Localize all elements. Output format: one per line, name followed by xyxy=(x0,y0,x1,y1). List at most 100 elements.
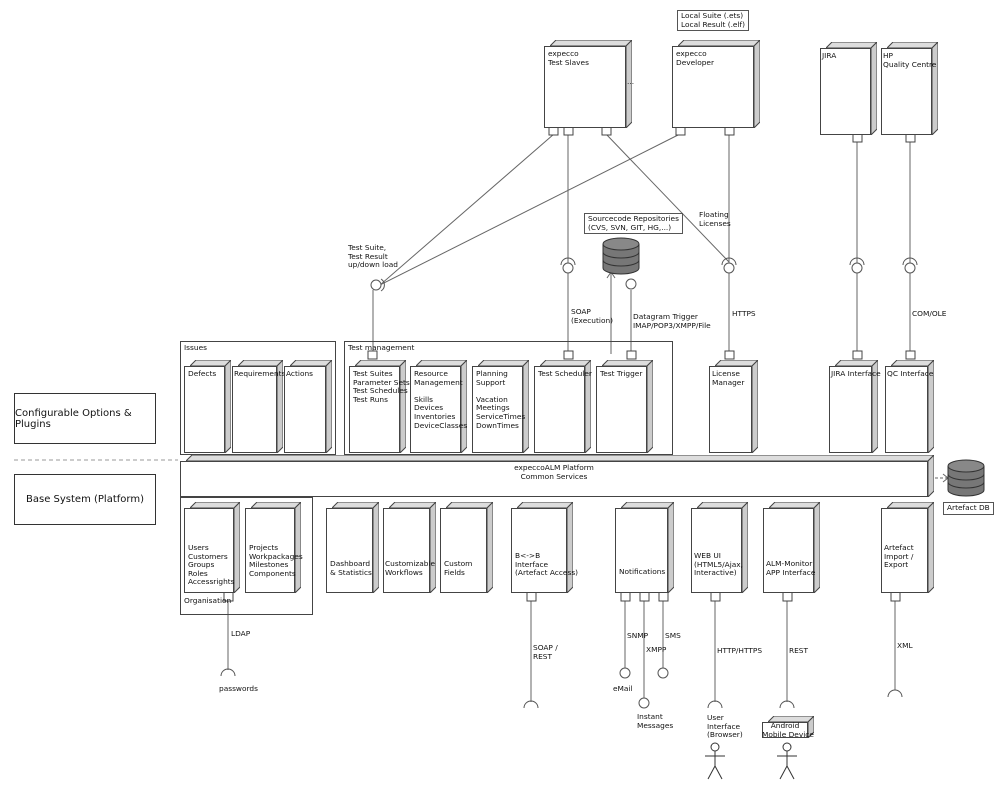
database-icon xyxy=(602,237,640,275)
interface-circle-updown xyxy=(370,279,382,291)
package-issues-title: Issues xyxy=(184,343,207,352)
node-test-trigger[interactable]: Test Trigger xyxy=(596,360,653,453)
node-hp-quality-centre[interactable]: HP Quality Centre xyxy=(881,42,938,135)
node-jira[interactable]: JIRA xyxy=(820,42,877,135)
label-ldap: LDAP xyxy=(231,629,251,638)
port xyxy=(890,591,901,602)
interface-circle-email xyxy=(619,667,631,679)
port xyxy=(563,126,574,136)
node-qc-interface[interactable]: QC Interface xyxy=(885,360,934,453)
socket-soap xyxy=(560,257,576,266)
node-planning-support-label: Planning Support Vacation Meetings Servi… xyxy=(476,369,526,430)
interface-circle-license xyxy=(723,262,735,274)
port xyxy=(852,133,863,143)
node-actions[interactable]: Actions xyxy=(284,360,332,453)
artefact-db-label: Artefact DB xyxy=(943,502,994,515)
label-sms: SMS xyxy=(665,631,681,640)
node-web-ui-label: WEB UI (HTML5/Ajax, Interactive) xyxy=(694,551,744,578)
node-actions-label: Actions xyxy=(286,369,313,378)
label-xmpp: XMPP xyxy=(646,645,667,654)
node-requirements-label: Requirements xyxy=(234,369,286,378)
node-jira-interface-label: JIRA Interface xyxy=(831,369,881,378)
node-notifications[interactable]: Notifications xyxy=(615,502,674,593)
database-icon xyxy=(947,459,985,497)
port xyxy=(675,126,686,136)
port xyxy=(724,126,735,136)
legend-base-label: Base System (Platform) xyxy=(26,494,144,505)
port xyxy=(905,133,916,143)
actor-icon xyxy=(705,742,725,780)
label-datagram-trigger: Datagram Trigger IMAP/POP3/XMPP/File xyxy=(633,312,711,330)
label-com-ole: COM/OLE xyxy=(912,309,947,318)
label-snmp: SNMP xyxy=(627,631,649,640)
label-https: HTTPS xyxy=(732,309,756,318)
port xyxy=(782,591,793,602)
label-floating-licenses: Floating Licenses xyxy=(699,210,731,228)
node-qc-interface-label: QC Interface xyxy=(887,369,934,378)
socket-jira xyxy=(849,257,865,266)
port xyxy=(367,350,378,360)
socket-soap-rest xyxy=(523,700,539,709)
android-device-label: Android Mobile Device xyxy=(762,721,814,739)
wire-slaves-licenses xyxy=(605,133,730,263)
node-b2b-interface[interactable]: B<->B Interface (Artefact Access) xyxy=(511,502,578,593)
node-test-scheduler[interactable]: Test Scheduler xyxy=(534,360,592,453)
port xyxy=(724,350,735,360)
node-custom-fields[interactable]: Custom Fields xyxy=(440,502,493,593)
node-users-label: Users Customers Groups Roles Accessright… xyxy=(188,543,235,587)
socket-updown xyxy=(380,278,385,292)
node-users[interactable]: Users Customers Groups Roles Accessright… xyxy=(184,502,240,593)
node-dashboard-label: Dashboard & Statistics xyxy=(330,559,372,577)
label-soap-rest: SOAP / REST xyxy=(533,643,558,661)
node-test-suites-label: Test Suites Parameter Sets Test Schedule… xyxy=(353,369,410,404)
port xyxy=(548,126,559,136)
node-resource-management[interactable]: Resource Management Skills Devices Inven… xyxy=(410,360,467,453)
port xyxy=(626,350,637,360)
node-platform[interactable]: expeccoALM Platform Common Services xyxy=(180,455,934,497)
port xyxy=(852,350,863,360)
node-android-device[interactable]: Android Mobile Device xyxy=(762,716,814,738)
node-alm-monitor[interactable]: ALM-Monitor APP Interface xyxy=(763,502,820,593)
sourcecode-repos-note: Sourcecode Repositories (CVS, SVN, GIT, … xyxy=(584,213,683,235)
node-test-trigger-label: Test Trigger xyxy=(600,369,643,378)
package-test-management-title: Test management xyxy=(348,343,415,352)
package-organisation: Organisation xyxy=(180,497,313,615)
label-http-https: HTTP/HTTPS xyxy=(717,646,763,655)
node-test-scheduler-label: Test Scheduler xyxy=(538,369,592,378)
port xyxy=(905,350,916,360)
node-jira-interface[interactable]: JIRA Interface xyxy=(829,360,881,453)
node-requirements[interactable]: Requirements xyxy=(232,360,286,453)
node-custom-fields-label: Custom Fields xyxy=(444,559,473,577)
node-expecco-developer[interactable]: expecco Developer xyxy=(672,40,760,128)
node-planning-support[interactable]: Planning Support Vacation Meetings Servi… xyxy=(472,360,529,453)
node-web-ui[interactable]: WEB UI (HTML5/Ajax, Interactive) xyxy=(691,502,748,593)
node-dashboard[interactable]: Dashboard & Statistics xyxy=(326,502,379,593)
port xyxy=(563,350,574,360)
node-defects-label: Defects xyxy=(188,369,217,378)
node-alm-monitor-label: ALM-Monitor APP Interface xyxy=(766,559,816,577)
node-hp-qc-label: HP Quality Centre xyxy=(883,51,937,69)
node-license-manager-label: License Manager xyxy=(712,369,745,387)
interface-circle-jira xyxy=(851,262,863,274)
platform-title: expeccoALM Platform Common Services xyxy=(514,463,594,481)
node-projects[interactable]: Projects Workpackages Milestones Compone… xyxy=(245,502,303,593)
node-b2b-label: B<->B Interface (Artefact Access) xyxy=(515,551,579,578)
port xyxy=(620,591,631,602)
node-workflows[interactable]: Customizable Workflows xyxy=(383,502,436,593)
interface-circle-soap xyxy=(562,262,574,274)
interface-circle-sms xyxy=(657,667,669,679)
node-test-slaves[interactable]: expecco Test Slaves xyxy=(544,40,632,128)
port xyxy=(601,126,612,136)
node-test-suites[interactable]: Test Suites Parameter Sets Test Schedule… xyxy=(349,360,410,453)
node-license-manager[interactable]: License Manager xyxy=(709,360,758,453)
developer-note: Local Suite (.ets) Local Result (.elf) xyxy=(677,10,750,32)
node-import-export[interactable]: Artefact Import / Export xyxy=(881,502,934,593)
socket-license xyxy=(721,257,737,266)
node-defects[interactable]: Defects xyxy=(184,360,231,453)
node-notifications-label: Notifications xyxy=(619,567,666,576)
socket-qc xyxy=(902,257,918,266)
label-user-interface: User Interface (Browser) xyxy=(707,713,743,740)
label-passwords: passwords xyxy=(219,684,258,693)
node-jira-label: JIRA xyxy=(822,51,837,60)
